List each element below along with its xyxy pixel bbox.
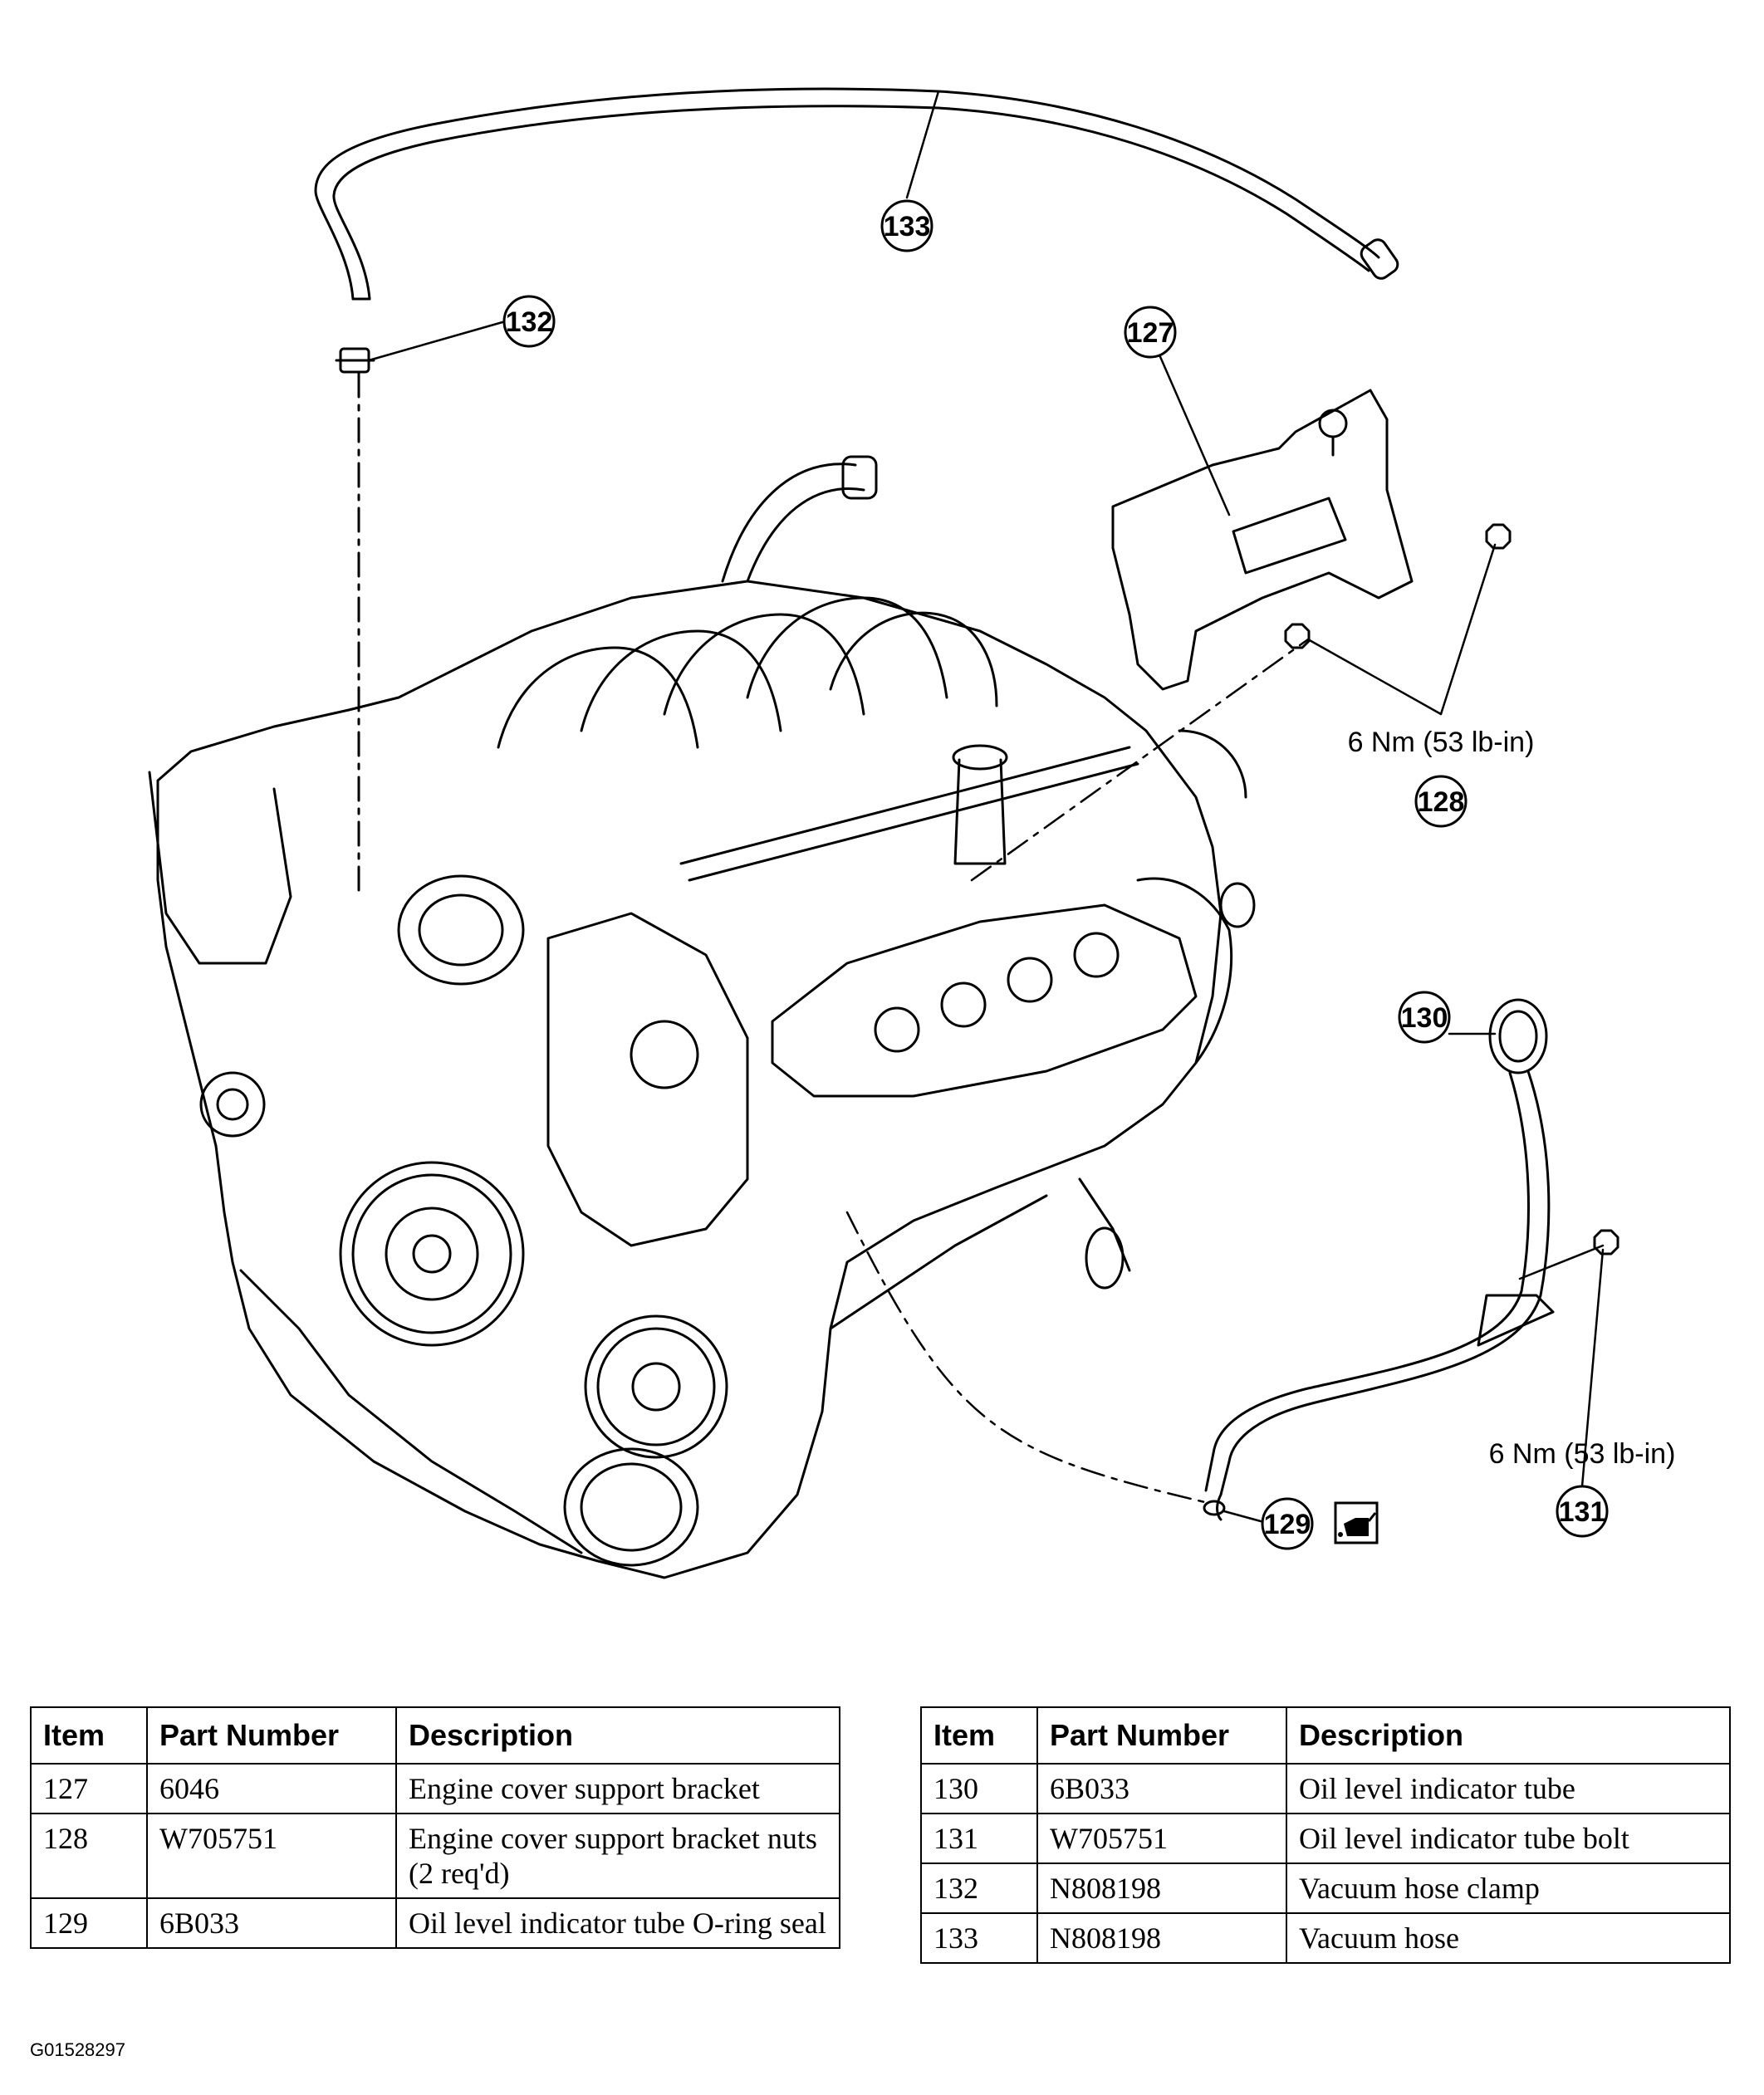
power-steering-pulley bbox=[584, 1314, 728, 1459]
item-cell: 128 bbox=[30, 1813, 148, 1899]
table-row: 127 6046 Engine cover support bracket bbox=[30, 1763, 840, 1814]
description-cell: Engine cover support bracket bbox=[395, 1763, 840, 1814]
description-cell: Oil level indicator tube bbox=[1286, 1763, 1731, 1814]
o-ring-seal bbox=[1203, 1500, 1226, 1516]
bracket-nuts bbox=[1284, 523, 1512, 649]
vacuum-hose bbox=[314, 87, 1399, 301]
crankshaft-pulley bbox=[339, 1161, 525, 1347]
svg-text:132: 132 bbox=[506, 306, 553, 338]
engine-cover-support-bracket bbox=[1111, 389, 1414, 691]
torque-spec-131: 6 Nm (53 lb-in) bbox=[1489, 1438, 1676, 1470]
column-header-item: Item bbox=[30, 1706, 148, 1765]
table-header-row: Item Part Number Description bbox=[30, 1706, 840, 1765]
engine-block bbox=[148, 455, 1256, 1579]
torque-spec-128: 6 Nm (53 lb-in) bbox=[1348, 727, 1535, 758]
part-number-cell: 6046 bbox=[146, 1763, 397, 1814]
parts-table-left: Item Part Number Description 127 6046 En… bbox=[30, 1706, 840, 1949]
column-header-part-number: Part Number bbox=[146, 1706, 397, 1765]
callout-130: 130 bbox=[1398, 991, 1451, 1044]
callout-131: 131 bbox=[1556, 1485, 1609, 1538]
svg-text:129: 129 bbox=[1264, 1509, 1311, 1540]
svg-text:131: 131 bbox=[1559, 1496, 1606, 1528]
item-cell: 132 bbox=[920, 1862, 1038, 1914]
description-cell: Oil level indicator tube bolt bbox=[1286, 1813, 1731, 1864]
oil-can-icon bbox=[1334, 1501, 1379, 1544]
callout-133: 133 bbox=[880, 199, 933, 252]
table-row: 128 W705751 Engine cover support bracket… bbox=[30, 1813, 840, 1899]
part-number-cell: 6B033 bbox=[1036, 1763, 1287, 1814]
column-header-part-number: Part Number bbox=[1036, 1706, 1287, 1765]
svg-text:130: 130 bbox=[1401, 1002, 1448, 1034]
description-cell: Engine cover support bracket nuts (2 req… bbox=[395, 1813, 840, 1899]
part-number-cell: W705751 bbox=[1036, 1813, 1287, 1864]
table-row: 130 6B033 Oil level indicator tube bbox=[920, 1763, 1731, 1814]
callout-127: 127 bbox=[1124, 306, 1177, 359]
callout-132: 132 bbox=[502, 295, 556, 348]
item-cell: 127 bbox=[30, 1763, 148, 1814]
oil-tube-bolt bbox=[1593, 1229, 1619, 1256]
part-number-cell: N808198 bbox=[1036, 1862, 1287, 1914]
svg-text:128: 128 bbox=[1418, 786, 1465, 818]
column-header-description: Description bbox=[1286, 1706, 1731, 1765]
column-header-item: Item bbox=[920, 1706, 1038, 1765]
table-row: 132 N808198 Vacuum hose clamp bbox=[920, 1862, 1731, 1914]
figure-id: G01528297 bbox=[30, 2039, 125, 2060]
parts-table-right: Item Part Number Description 130 6B033 O… bbox=[920, 1706, 1731, 1964]
part-number-cell: W705751 bbox=[146, 1813, 397, 1899]
description-cell: Vacuum hose clamp bbox=[1286, 1862, 1731, 1914]
ac-compressor bbox=[563, 1447, 699, 1567]
item-cell: 130 bbox=[920, 1763, 1038, 1814]
table-row: 131 W705751 Oil level indicator tube bol… bbox=[920, 1813, 1731, 1864]
table-row: 133 N808198 Vacuum hose bbox=[920, 1912, 1731, 1964]
table-header-row: Item Part Number Description bbox=[920, 1706, 1731, 1765]
description-cell: Oil level indicator tube O-ring seal bbox=[395, 1897, 840, 1949]
item-cell: 133 bbox=[920, 1912, 1038, 1964]
svg-text:127: 127 bbox=[1127, 317, 1174, 349]
column-header-description: Description bbox=[395, 1706, 840, 1765]
item-cell: 129 bbox=[30, 1897, 148, 1949]
callout-129: 129 bbox=[1261, 1497, 1314, 1550]
description-cell: Vacuum hose bbox=[1286, 1912, 1731, 1964]
part-number-cell: 6B033 bbox=[146, 1897, 397, 1949]
item-cell: 131 bbox=[920, 1813, 1038, 1864]
callout-128: 128 bbox=[1414, 775, 1468, 828]
engine-exploded-diagram: 127 128 129 130 131 132 133 6 Nm (53 lb-… bbox=[148, 87, 1676, 1579]
svg-text:133: 133 bbox=[884, 211, 931, 242]
table-row: 129 6B033 Oil level indicator tube O-rin… bbox=[30, 1897, 840, 1949]
part-number-cell: N808198 bbox=[1036, 1912, 1287, 1964]
leader-lines bbox=[367, 90, 1605, 1523]
